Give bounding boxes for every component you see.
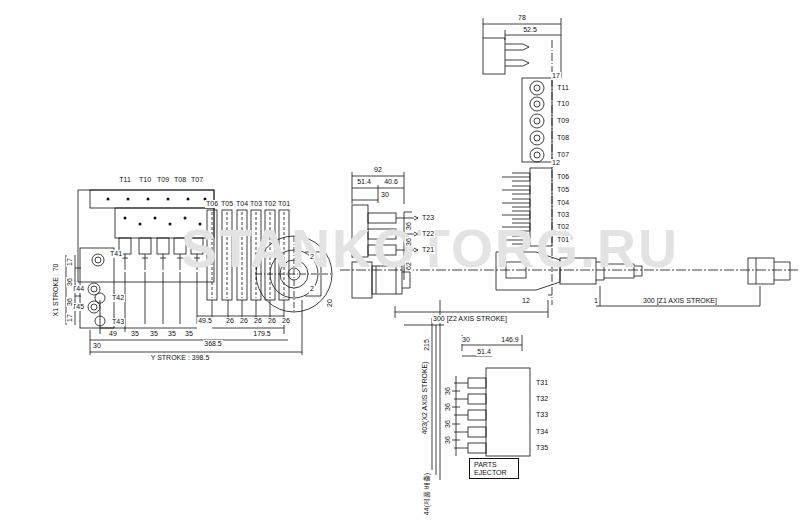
tool-number: T22 [421,230,435,238]
dimension-text: 51.4 [356,178,372,186]
dimension-text: 30 [461,336,471,344]
tool-number: T09 [556,117,570,125]
dimension-text: 36 [444,435,452,445]
tool-number: T08 [173,176,187,184]
tool-number: T05 [220,200,234,208]
tool-number: T21 [421,246,435,254]
tool-number: T06 [556,173,570,181]
dimension-text: 215 [423,338,431,352]
dimension-text: 30 [92,342,102,350]
dimension-text: 179.5 [252,330,272,338]
dimension-text: 300 [Z2 AXIS STROKE] [432,315,508,323]
dimension-text: 35 [184,330,194,338]
ejector-box: PARTS EJECTOR [469,458,519,479]
dimension-text: 35 [149,330,159,338]
dimension-text: 40.6 [383,178,399,186]
dimension-text: 12 [551,159,561,167]
dimension-text: 2 [309,253,315,261]
dimension-text: 36 [66,277,74,287]
dimension-text: 20 [326,298,334,308]
dimension-text: 300 [Z1 AXIS STROKE] [642,297,718,305]
dimension-text: 30 [380,191,390,199]
tool-number: T07 [190,176,204,184]
dimension-text: X1 STROKE : 70 [52,263,60,318]
tool-number: T23 [421,214,435,222]
dimension-text: 368.5 [203,340,223,348]
dimension-text: 1 [593,297,599,305]
tool-number: T06 [205,200,219,208]
tool-number: T41 [109,250,123,258]
tool-number: T05 [556,186,570,194]
dimension-text: 146.9 [500,336,520,344]
tool-number: T11 [118,176,132,184]
tool-number: T04 [556,199,570,207]
dimension-text: Y STROKE : 398.5 [150,354,211,362]
tool-number: T31 [535,379,549,387]
tool-number: T42 [111,294,125,302]
tool-number: T35 [535,444,549,452]
tool-number: T43 [111,318,125,326]
dimension-text: 26 [225,317,235,325]
dimension-text: 403(X2 AXIS STROKE) [421,360,429,435]
tool-number: T08 [556,134,570,142]
dimension-text: 51.4 [476,348,492,356]
tool-number: T03 [556,211,570,219]
dimension-text: 49.5 [197,317,213,325]
dimension-text: 92 [373,166,383,174]
dimension-text: 36 [444,419,452,429]
tool-number: T02 [556,223,570,231]
tool-number: T10 [556,100,570,108]
tool-number: T33 [535,411,549,419]
tool-number: T11 [556,84,570,92]
dimension-text: 52.5 [522,26,538,34]
tool-number: T09 [156,176,170,184]
dimension-text: 35 [167,330,177,338]
dimension-text: 2 [309,285,315,293]
tool-number: T01 [556,236,570,244]
dimension-text: 17 [66,257,74,267]
dimension-text: 26 [267,317,277,325]
tool-number: T10 [138,176,152,184]
dimension-text: 12 [521,297,531,305]
dimension-text: 78 [517,14,527,22]
dimension-text: 36 [66,297,74,307]
dimension-text: 17 [66,313,74,323]
dimension-text: 36 [405,221,413,231]
dimension-text: 26 [281,317,291,325]
dimension-text: 36 [444,402,452,412]
tool-number: T01 [277,200,291,208]
dimension-text: 17 [551,72,561,80]
dimension-text: 49 [108,330,118,338]
tool-number: T32 [535,395,549,403]
tool-number: T07 [556,151,570,159]
tool-number: T02 [263,200,277,208]
dimension-text: 62 [405,261,413,271]
tool-number: T03 [249,200,263,208]
tool-number: T04 [235,200,249,208]
dimension-text: 35 [130,330,140,338]
dimension-text: 36 [405,237,413,247]
dimension-text: 44(제품 배출) [423,472,431,516]
tool-number: T34 [535,428,549,436]
box-label: PARTS EJECTOR [474,461,516,477]
dimension-text: 26 [239,317,249,325]
dimension-text: 26 [253,317,263,325]
dimension-text: 36 [444,386,452,396]
